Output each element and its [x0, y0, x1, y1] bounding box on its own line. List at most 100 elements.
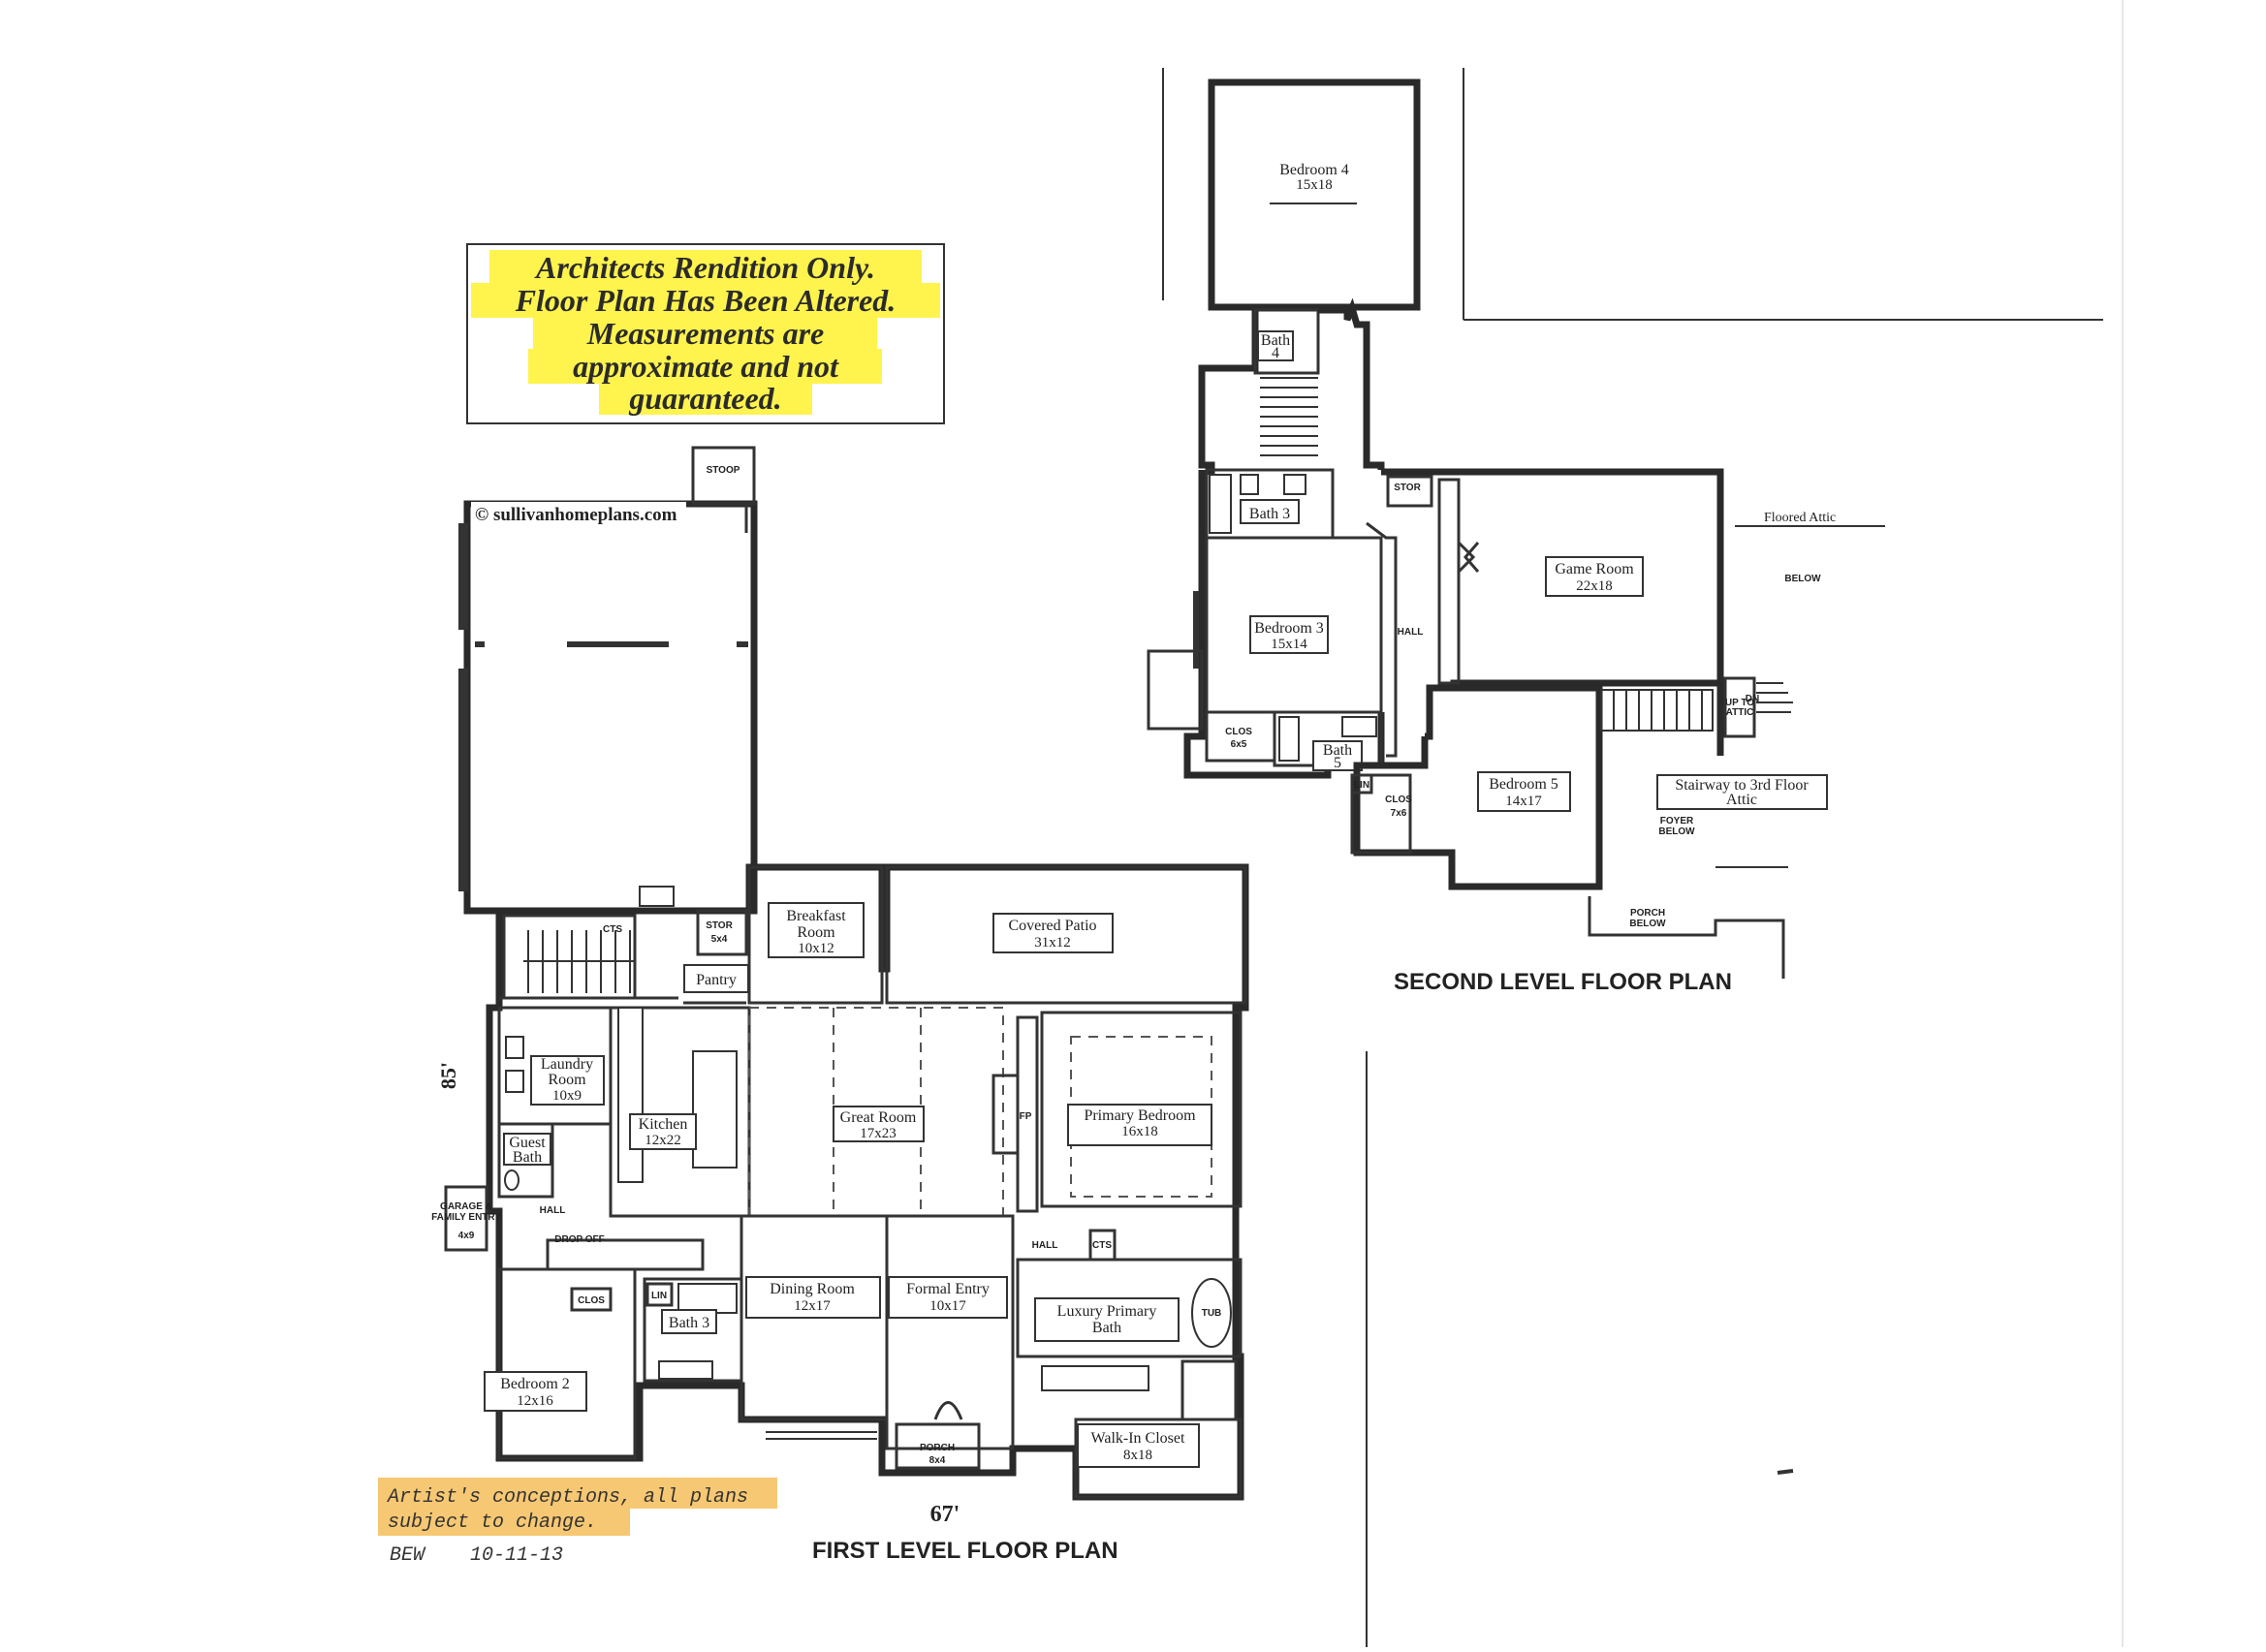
first-level-plan: STOOP © sullivanhomeplans.com CTS STOR 5… — [431, 446, 1249, 1564]
kitchen-label-box — [629, 1113, 697, 1150]
porch-dim: 8x4 — [929, 1455, 946, 1466]
clos-a-dim: 6x5 — [1231, 739, 1247, 750]
bedroom3-name: Bedroom 3 — [1254, 620, 1324, 637]
bedroom2-walls — [497, 1267, 637, 1460]
notice-highlight-4 — [528, 349, 882, 384]
bedroom2-label-box — [484, 1371, 587, 1412]
stor-dim: 5x4 — [711, 934, 728, 945]
second-lin-label: LIN — [1354, 780, 1369, 791]
hall-label: HALL — [540, 1205, 566, 1216]
stor-closet-second — [1386, 475, 1433, 508]
footer-note: Artist's conceptions, all plans subject … — [378, 1478, 777, 1567]
stairway-name-2: Attic — [1726, 792, 1757, 808]
guest-bath-name-2: Bath — [513, 1149, 542, 1166]
cts-label: CTS — [603, 924, 622, 935]
floored-attic-label: Floored Attic — [1764, 511, 1836, 525]
tub-label: TUB — [1202, 1308, 1222, 1319]
attic-stairs — [1600, 689, 1714, 732]
second-stor-label: STOR — [1394, 483, 1421, 493]
lux-bath-walls — [1016, 1258, 1243, 1358]
formal-entry-label-box — [888, 1276, 1008, 1319]
cts2-label: CTS — [1092, 1240, 1112, 1251]
up-to-attic-1: UP TO — [1725, 698, 1754, 708]
clos-b-dim: 7x6 — [1391, 808, 1407, 819]
first-level-title: FIRST LEVEL FLOOR PLAN — [812, 1538, 1118, 1564]
second-level-title: SECOND LEVEL FLOOR PLAN — [1394, 969, 1732, 995]
patio-dim: 31x12 — [1034, 935, 1071, 951]
primary-bedroom-dim: 16x18 — [1121, 1124, 1158, 1139]
notice-line-2: Floor Plan Has Been Altered. — [515, 283, 897, 318]
laundry-name-2: Room — [548, 1072, 586, 1088]
footer-date: 10-11-13 — [470, 1544, 563, 1567]
primary-bedroom-name: Primary Bedroom — [1084, 1107, 1196, 1124]
kitchen-dim: 12x22 — [645, 1133, 681, 1148]
primary-bedroom-walls — [1040, 1011, 1243, 1208]
front-porch — [895, 1422, 981, 1470]
footer-line-1: Artist's conceptions, all plans — [386, 1486, 748, 1509]
second-level-plan: Bedroom 4 15x18 Bath 4 Bath 3 Bedroom 3 … — [1147, 68, 2103, 1647]
watermark-bg — [471, 502, 686, 525]
great-room-name: Great Room — [840, 1109, 917, 1126]
second-porch-label: PORCH — [1630, 908, 1665, 919]
breakfast-label-box — [768, 902, 865, 958]
bath5-name: Bath — [1323, 742, 1352, 759]
pantry-label-box — [683, 964, 749, 993]
laundry-name-1: Laundry — [541, 1056, 593, 1073]
bath4-name: Bath — [1261, 332, 1290, 349]
great-room-label-box — [833, 1106, 925, 1142]
front-door — [933, 1401, 963, 1420]
notice-highlight-5 — [599, 382, 812, 415]
great-room-outline — [748, 1007, 1004, 1217]
dining-dim: 12x17 — [794, 1298, 831, 1314]
stor-label: STOR — [706, 920, 733, 931]
primary-bedroom-label-box — [1067, 1104, 1212, 1146]
bath5-num: 5 — [1334, 755, 1341, 771]
dining-name: Dining Room — [770, 1281, 855, 1297]
bedroom2-dim: 12x16 — [517, 1393, 553, 1409]
bedroom4-name: Bedroom 4 — [1279, 162, 1349, 178]
drop-off-label: DROP OFF — [554, 1234, 604, 1245]
family-entry — [444, 1185, 488, 1252]
closet-b — [1350, 773, 1412, 855]
bedroom4-walls — [1208, 78, 1421, 311]
second-hall-label: HALL — [1398, 627, 1424, 638]
walkin-dim: 8x18 — [1123, 1448, 1152, 1463]
stairway-name-1: Stairway to 3rd Floor — [1675, 777, 1809, 794]
bedroom3-label-box — [1249, 615, 1329, 654]
guest-bath-name-1: Guest — [509, 1135, 546, 1151]
notice-line-3: Measurements are — [586, 316, 824, 351]
watermark-text: © sullivanhomeplans.com — [475, 505, 677, 525]
lin-label: LIN — [651, 1291, 667, 1301]
pantry-name: Pantry — [696, 972, 737, 988]
bedroom3-dim: 15x14 — [1271, 637, 1307, 652]
lux-bath-name-1: Luxury Primary — [1057, 1303, 1157, 1320]
bedroom4-dim: 15x18 — [1296, 177, 1333, 193]
attic-below-label: BELOW — [1784, 574, 1821, 584]
footer-highlight-1 — [378, 1478, 777, 1509]
breakfast-name-1: Breakfast — [786, 908, 846, 924]
footer-line-2: subject to change. — [388, 1512, 597, 1534]
game-room-label-box — [1545, 556, 1644, 597]
game-room-dim: 22x18 — [1576, 578, 1613, 594]
bath4-num: 4 — [1272, 345, 1279, 361]
bedroom5-outline — [1353, 684, 1603, 890]
notice-highlight-1 — [489, 250, 922, 285]
breakfast-name-2: Room — [797, 924, 835, 941]
walkin-label-box — [1077, 1423, 1200, 1468]
family-entry-label-2: FAMILY ENTRY — [431, 1212, 501, 1223]
notice-highlight-2 — [471, 283, 940, 318]
bedroom2-name: Bedroom 2 — [500, 1376, 570, 1392]
bath4-walls — [1253, 308, 1320, 375]
walkin-walls — [1074, 1418, 1243, 1499]
kitchen-island — [692, 1050, 738, 1169]
stoop-label: STOOP — [707, 465, 740, 476]
notice-highlight-3 — [533, 316, 877, 351]
notice-line-4: approximate and not — [573, 349, 839, 384]
walkin-name: Walk-In Closet — [1091, 1430, 1185, 1447]
bedroom5-dim: 14x17 — [1505, 794, 1542, 809]
footer-highlight-2 — [378, 1507, 630, 1536]
dining-label-box — [745, 1276, 881, 1319]
disclaimer-notice: Architects Rendition Only. Floor Plan Ha… — [466, 243, 945, 424]
breakfast-room-walls — [747, 865, 884, 1005]
